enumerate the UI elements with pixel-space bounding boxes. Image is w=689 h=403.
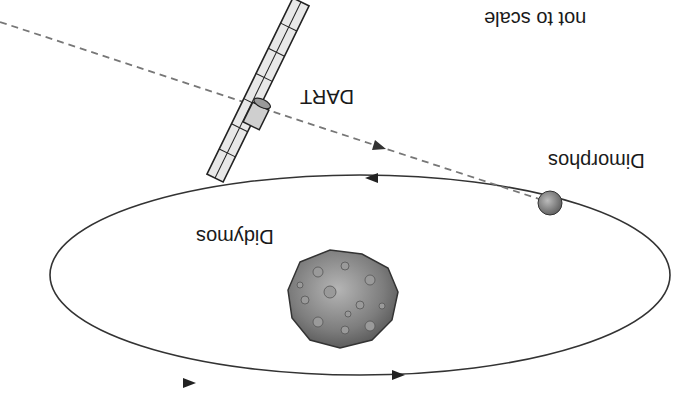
moon-label: Dimorphos [548, 150, 645, 172]
orbit-arrow [392, 370, 405, 380]
orbit-arrow [183, 378, 196, 388]
craters [297, 262, 385, 334]
asteroid-label: Didymos [196, 226, 274, 248]
trajectory-arrow [372, 140, 386, 150]
orbit-arrow [365, 173, 378, 183]
orbit [50, 175, 670, 375]
asteroid-didymos [288, 250, 398, 348]
spacecraft-label: DART [300, 86, 354, 108]
spacecraft [207, 0, 309, 182]
moon-dimorphos [538, 191, 562, 215]
spacecraft-body [243, 96, 272, 130]
note: not to scale [484, 8, 586, 30]
